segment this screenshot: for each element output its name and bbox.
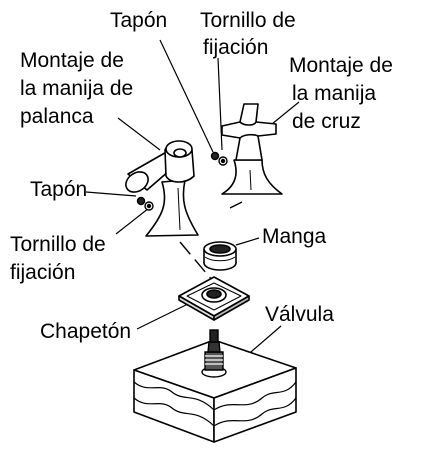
axis-cross-to-sleeve	[229, 201, 243, 209]
label-montaje-palanca-line1: Montaje de	[20, 49, 124, 72]
label-group-tornillo-top: Tornillo de fijación	[200, 9, 296, 59]
lever-handle-assembly	[125, 140, 199, 237]
valve-stem	[201, 329, 227, 378]
label-group-manga: Manga	[262, 225, 327, 248]
label-montaje-palanca-line3: palanca	[20, 105, 94, 128]
set-screw-left	[136, 196, 154, 211]
escutcheon-hole	[206, 289, 222, 299]
valve-spindle	[209, 329, 219, 343]
label-group-tapon-top: Tapón	[110, 9, 167, 32]
cross-arms	[221, 103, 277, 161]
label-tapon-left: Tapón	[30, 178, 87, 201]
axis-lever-to-escutcheon	[179, 241, 213, 281]
label-group-valvula: Válvula	[265, 303, 334, 326]
label-group-chapeton: Chapetón	[40, 320, 131, 343]
lever-body	[145, 179, 199, 237]
leader-tapon-left	[85, 191, 137, 197]
label-montaje-cruz-line2: la manija	[292, 82, 376, 105]
label-tornillo-top-line1: Tornillo de	[200, 9, 296, 32]
lever-body-seam	[177, 187, 181, 231]
leader-montaje-cruz	[271, 101, 300, 125]
lever-hub-hole	[173, 148, 187, 158]
screw-top-icon	[210, 151, 220, 161]
sleeve-bore	[209, 244, 231, 254]
label-group-tornillo-left: Tornillo de fijación	[10, 233, 106, 284]
label-tornillo-top-line2: fijación	[203, 36, 268, 59]
label-tornillo-left-line2: fijación	[10, 261, 75, 284]
leader-tapon-top	[159, 39, 214, 153]
label-chapeton: Chapetón	[40, 320, 131, 343]
leader-tornillo-left	[115, 207, 150, 235]
sleeve	[203, 241, 237, 271]
leader-manga	[235, 237, 260, 246]
label-montaje-cruz-line1: Montaje de	[289, 54, 393, 77]
label-group-tapon-left: Tapón	[30, 178, 87, 201]
screw-left-icon	[136, 196, 146, 206]
label-manga: Manga	[262, 225, 327, 248]
label-group-montaje-cruz: Montaje de la manija de cruz	[289, 54, 393, 133]
cross-handle-assembly	[221, 103, 283, 195]
block-right-face	[213, 367, 297, 443]
label-montaje-palanca-line2: la manija de	[20, 77, 133, 100]
label-group-montaje-palanca: Montaje de la manija de palanca	[20, 49, 133, 128]
leader-montaje-palanca	[117, 117, 161, 151]
set-screw-top	[210, 151, 228, 166]
label-valvula: Válvula	[265, 303, 334, 326]
escutcheon	[178, 276, 250, 321]
label-tapon-top: Tapón	[110, 9, 167, 32]
label-tornillo-left-line1: Tornillo de	[10, 233, 106, 256]
lever-end-cap	[125, 171, 149, 193]
leader-tornillo-top	[217, 57, 223, 151]
cross-body	[221, 159, 283, 195]
label-montaje-cruz-line3: de cruz	[292, 110, 361, 133]
